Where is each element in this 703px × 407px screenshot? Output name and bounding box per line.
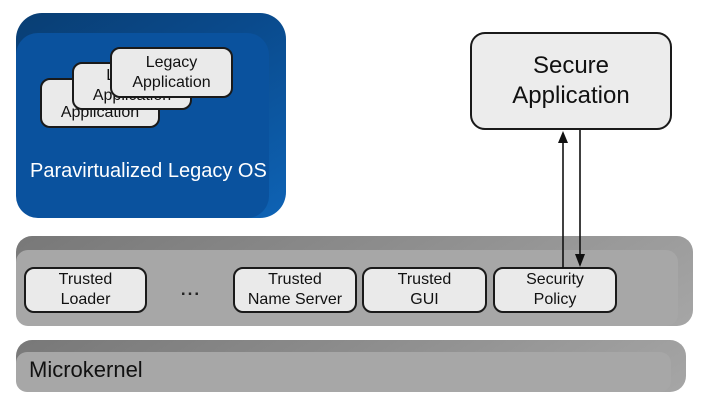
service-box-trusted-name-server: Trusted Name Server (233, 267, 357, 313)
microkernel-bar: Microkernel (16, 340, 686, 392)
legacy-os-box: Legacy Application Legacy Application Le… (16, 13, 286, 218)
secure-application-label: Secure Application (512, 52, 630, 109)
legacy-app-box: Legacy Application (110, 47, 233, 98)
service-label: Security Policy (526, 271, 584, 308)
service-box-trusted-loader: Trusted Loader (24, 267, 147, 313)
down-arrow-icon (575, 130, 585, 267)
secure-application-box: Secure Application (470, 32, 672, 130)
microkernel-label: Microkernel (29, 357, 143, 382)
secure-policy-arrows (558, 130, 585, 268)
trusted-services-bar: Trusted Loader ... Trusted Name Server T… (16, 236, 693, 326)
service-box-security-policy: Security Policy (493, 267, 617, 313)
microkernel-face (16, 352, 671, 392)
service-box-trusted-gui: Trusted GUI (362, 267, 487, 313)
service-label: Trusted GUI (397, 271, 452, 308)
service-label: Trusted Loader (58, 271, 113, 308)
legacy-app-label: Legacy Application (132, 53, 211, 91)
service-label: Trusted Name Server (247, 271, 343, 308)
legacy-os-label: Paravirtualized Legacy OS (30, 160, 267, 182)
up-arrow-icon (558, 131, 568, 268)
ellipsis-separator: ... (180, 280, 202, 299)
